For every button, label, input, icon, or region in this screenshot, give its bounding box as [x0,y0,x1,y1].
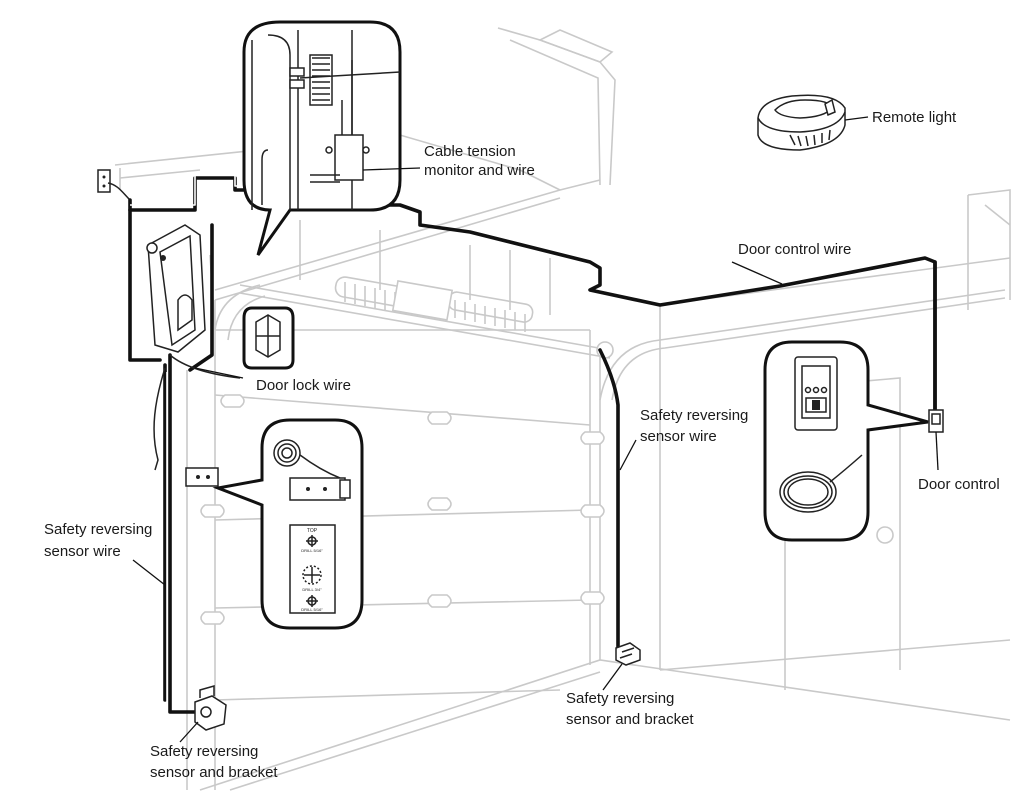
door-lock-wire-label: Door lock wire [256,377,351,394]
template-drill-b: DRILL 3/4" [302,587,322,592]
garage-door [186,220,614,790]
bracket-right-label-2: sensor and bracket [566,711,694,728]
door-control-wire-label: Door control wire [738,241,851,258]
left-sensor-bracket [179,685,227,743]
bracket-left-label-1: Safety reversing [150,743,258,760]
template-drill-a: DRILL 5/16" [301,548,323,553]
remote-light [757,94,869,151]
left-sensor-mount [185,467,219,487]
door-control-device [928,409,944,471]
template-top-label: TOP [307,528,318,534]
door-hinges [200,394,605,625]
labels: Remote light Cable tension monitor and w… [44,109,1000,781]
cable-tension-label-2: monitor and wire [424,162,535,179]
remote-light-label: Remote light [872,109,957,126]
right-sensor-bracket [602,642,641,691]
sensor-wire-right-label-2: sensor wire [640,428,717,445]
wall-outlet [97,169,131,201]
wire-route [128,173,937,714]
leader-lines [132,261,783,586]
door-control-callout [763,340,929,542]
torsion-spring [334,276,614,359]
bracket-left-label-2: sensor and bracket [150,764,278,781]
sensor-wire-right-label-1: Safety reversing [640,407,748,424]
sensor-template-callout: TOP DRILL 5/16" DRILL 3/4" DRILL 5/16" [212,418,364,630]
sensor-wire-left-label-1: Safety reversing [44,521,152,538]
cable-tension-label-1: Cable tension [424,143,516,160]
door-control-label: Door control [918,476,1000,493]
template-drill-c: DRILL 5/16" [301,607,323,612]
door-lock-callout [194,306,295,379]
opener-unit [146,224,206,353]
bracket-right-label-1: Safety reversing [566,690,674,707]
sensor-wire-left-label-2: sensor wire [44,543,121,560]
cable-tension-callout [242,20,421,256]
